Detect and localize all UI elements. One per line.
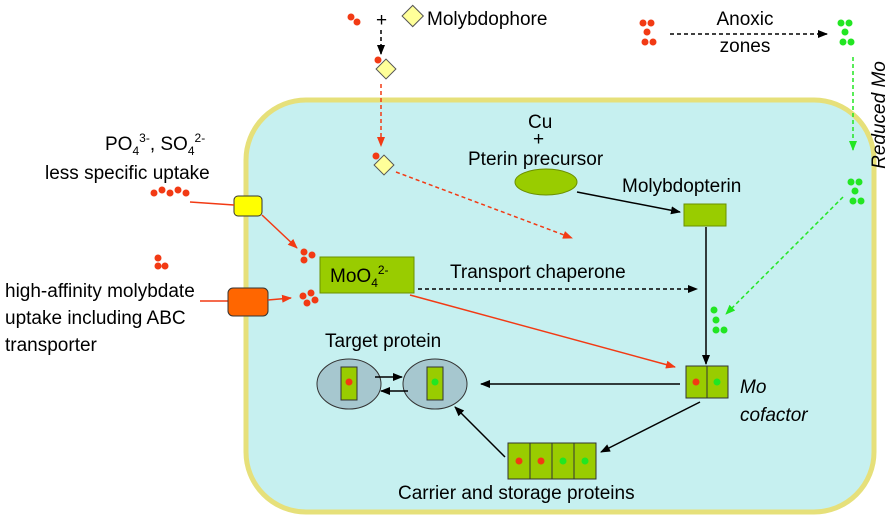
mo-label: Mo: [740, 377, 766, 398]
molybdopterin-box: [683, 203, 727, 227]
target-protein-label: Target protein: [325, 331, 441, 352]
less-specific-transporter: [233, 195, 263, 217]
high-affinity-label-line2: uptake including ABC: [5, 308, 186, 329]
anoxic-label: Anoxic: [716, 9, 773, 30]
molybdopterin-label: Molybdopterin: [622, 176, 741, 197]
carrier-storage-label: Carrier and storage proteins: [398, 483, 635, 504]
reduced-mo-dot-cluster-right: [847, 178, 865, 205]
high-affinity-label-line3: transporter: [5, 335, 98, 356]
arrow-molybdate-to-cofactor: [409, 294, 676, 369]
molybdate-label: MoO42-: [330, 263, 389, 290]
arrow-cofactor-to-carrier: [600, 401, 701, 453]
molybdophore-inside-diamond-icon: [373, 154, 395, 176]
transport-chaperone-label: Transport chaperone: [450, 262, 626, 283]
zones-label: zones: [720, 36, 771, 57]
reduced-mo-label: Reduced Mo: [869, 61, 890, 169]
cofactor-label: cofactor: [740, 405, 808, 426]
reduced-mo-dot-cluster-inside: [710, 306, 728, 334]
anion-label: PO43-, SO42-: [105, 131, 205, 158]
high-affinity-label-line1: high-affinity molybdate: [5, 281, 195, 302]
arrow-less-specific-inside: [261, 214, 298, 249]
arrow-less-specific-in: [189, 201, 235, 206]
molybdate-dot-cluster-high-affinity-inside: [299, 289, 319, 307]
molybdate-dot-complex: [374, 56, 382, 64]
less-specific-uptake-label: less specific uptake: [45, 163, 210, 184]
target-protein-dot-green: [431, 378, 439, 386]
arrow-carrier-to-target: [454, 406, 506, 458]
molybdate-dot-inside: [372, 152, 380, 160]
pterin-precursor-label: Pterin precursor: [468, 149, 604, 170]
molybdate-dot-pair-top: [347, 13, 361, 26]
molybdate-dot-cluster-less-specific: [150, 186, 190, 197]
plus-sign-top: +: [376, 10, 387, 31]
molybdate-dot-cluster-outside: [154, 254, 169, 270]
arrow-high-affinity-inside: [267, 294, 292, 303]
arrow-molybdophore-release: [395, 171, 573, 239]
molybdophore-label: Molybdophore: [427, 9, 547, 30]
molybdate-box: [319, 256, 415, 294]
pterin-plus-sign: +: [533, 129, 544, 150]
pterin-precursor-ellipse: [514, 168, 578, 196]
molybdophore-diamond-icon: [401, 4, 425, 28]
abc-transporter: [227, 287, 269, 317]
reduced-mo-dot-cluster-top: [837, 19, 855, 46]
molybdophore-complex-diamond-icon: [375, 58, 397, 80]
cu-label: Cu: [528, 112, 552, 133]
mo-cofactor-icon: [685, 365, 729, 399]
molybdate-dot-cluster-less-specific-inside: [300, 248, 316, 264]
molybdate-dot-cluster-anoxic: [639, 19, 657, 46]
carrier-storage-proteins-icon: [507, 442, 597, 480]
target-protein-dot-red: [345, 378, 353, 386]
arrow-pterin-to-molybdopterin: [576, 191, 681, 215]
